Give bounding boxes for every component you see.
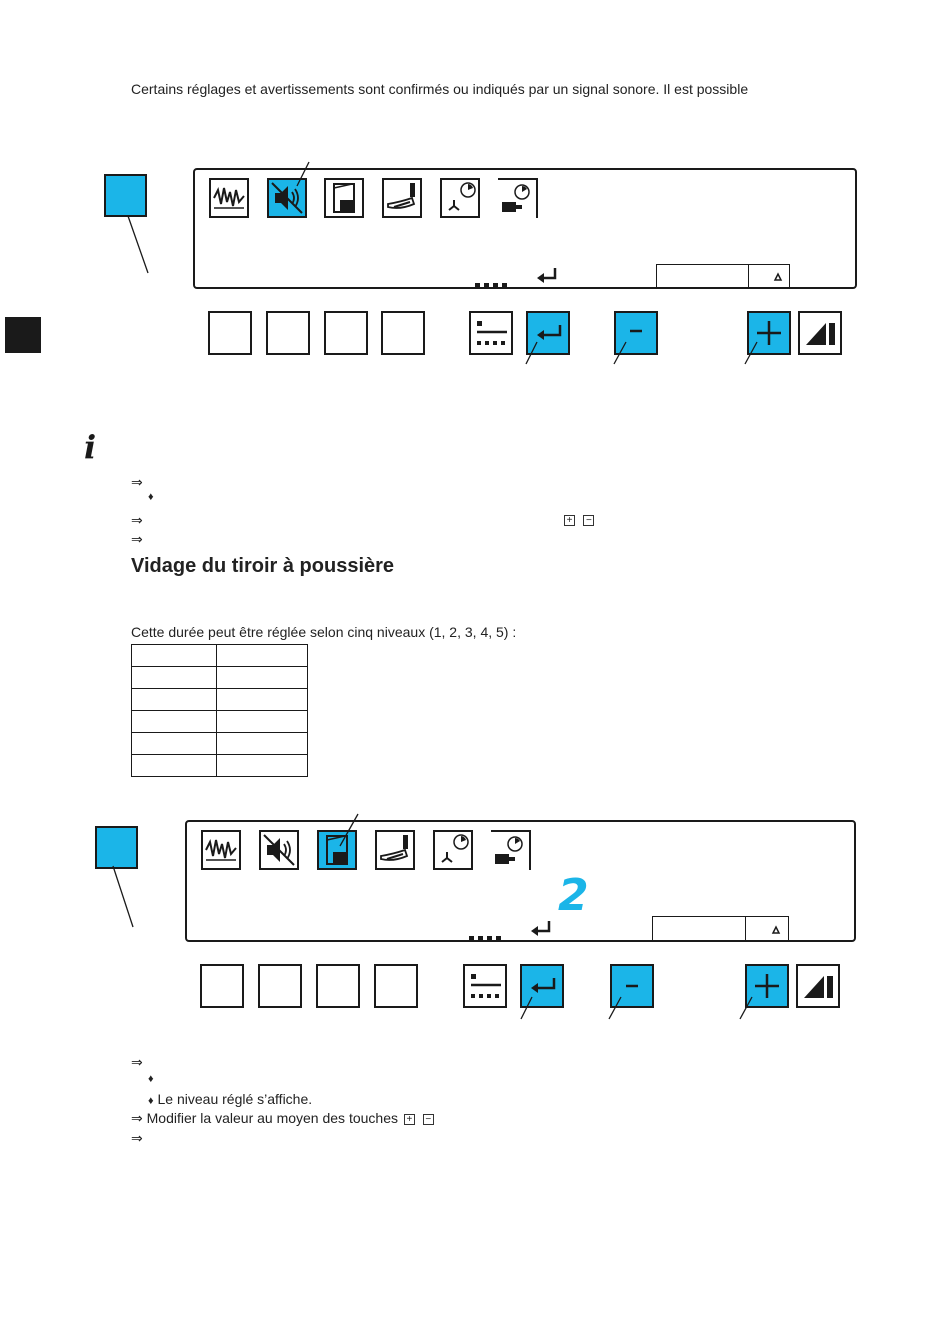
table-row (131, 732, 308, 755)
waveform-icon (201, 830, 241, 870)
step-arrow-3: ⇒ (131, 531, 143, 547)
bottom-step-4-text: Modifier la valeur au moyen des touches (146, 1110, 398, 1126)
intro-text: Certains réglages et avertissements sont… (131, 81, 749, 97)
key-2[interactable] (266, 311, 310, 355)
bottom-arrow-5: ⇒ (131, 1130, 143, 1146)
mini-plus-icon: + (403, 1113, 415, 1125)
handpiece-icon (382, 178, 422, 218)
dust-drawer-icon (324, 178, 364, 218)
fan-timer-icon (440, 178, 480, 218)
bottom-arrow-1: ⇒ (131, 1054, 143, 1070)
levels-table (131, 644, 308, 777)
table-row (131, 644, 308, 667)
table-row (131, 754, 308, 777)
key-4[interactable] (374, 964, 418, 1008)
plus-minus-keys-1: + − (562, 512, 596, 530)
minus-key[interactable] (614, 311, 658, 355)
fan-timer-icon (433, 830, 473, 870)
leader-lines-1 (127, 161, 758, 365)
bottom-step-3-text: Le niveau réglé s’affiche. (157, 1091, 313, 1107)
enter-key[interactable] (520, 964, 564, 1008)
minus-key[interactable] (610, 964, 654, 1008)
mini-minus-icon: − (422, 1113, 434, 1125)
step-arrow-1: ⇒ (131, 474, 143, 490)
level-key[interactable] (796, 964, 840, 1008)
step-arrow-2: ⇒ (131, 512, 143, 528)
bottom-step-3: ♦ Le niveau réglé s’affiche. (148, 1091, 312, 1107)
key-1[interactable] (200, 964, 244, 1008)
level-triangle-field (745, 916, 789, 941)
callout-square (104, 174, 147, 217)
callout-square-2 (95, 826, 138, 869)
page-tab-marker (5, 317, 41, 353)
handpiece-icon (375, 830, 415, 870)
enter-arrow-icon (529, 919, 553, 942)
level-key[interactable] (798, 311, 842, 355)
speaker-icon (267, 178, 307, 218)
waveform-icon (209, 178, 249, 218)
device-timer-icon (498, 178, 538, 218)
enter-key[interactable] (526, 311, 570, 355)
info-icon: i (84, 428, 97, 466)
dust-drawer-icon (317, 830, 357, 870)
table-row (131, 688, 308, 711)
key-3[interactable] (316, 964, 360, 1008)
speaker-icon (259, 830, 299, 870)
bottom-diamond-2: ♦ (148, 1095, 154, 1107)
status-field (656, 264, 749, 288)
section-heading: Vidage du tiroir à poussière (131, 555, 395, 577)
key-4[interactable] (381, 311, 425, 355)
device-timer-icon (491, 830, 531, 870)
enter-arrow-icon (535, 266, 559, 289)
table-row (131, 710, 308, 733)
step-diamond-1: ♦ (148, 491, 154, 503)
bottom-arrow-4: ⇒ (131, 1110, 143, 1126)
dots-indicator (475, 276, 509, 294)
bottom-step-4: ⇒ Modifier la valeur au moyen des touche… (131, 1110, 436, 1127)
bottom-diamond-1: ♦ (148, 1073, 154, 1085)
level-digit-display: 2 (558, 870, 589, 921)
mini-plus-icon: + (564, 515, 575, 527)
leader-lines-2 (112, 813, 753, 1020)
key-3[interactable] (324, 311, 368, 355)
level-triangle-field (748, 264, 790, 288)
plus-key[interactable] (745, 964, 789, 1008)
duration-text: Cette durée peut être réglée selon cinq … (131, 624, 517, 640)
mini-minus-icon: − (583, 515, 595, 527)
table-row (131, 666, 308, 689)
key-2[interactable] (258, 964, 302, 1008)
dots-indicator (469, 929, 503, 947)
menu-key[interactable] (463, 964, 507, 1008)
key-1[interactable] (208, 311, 252, 355)
menu-key[interactable] (469, 311, 513, 355)
